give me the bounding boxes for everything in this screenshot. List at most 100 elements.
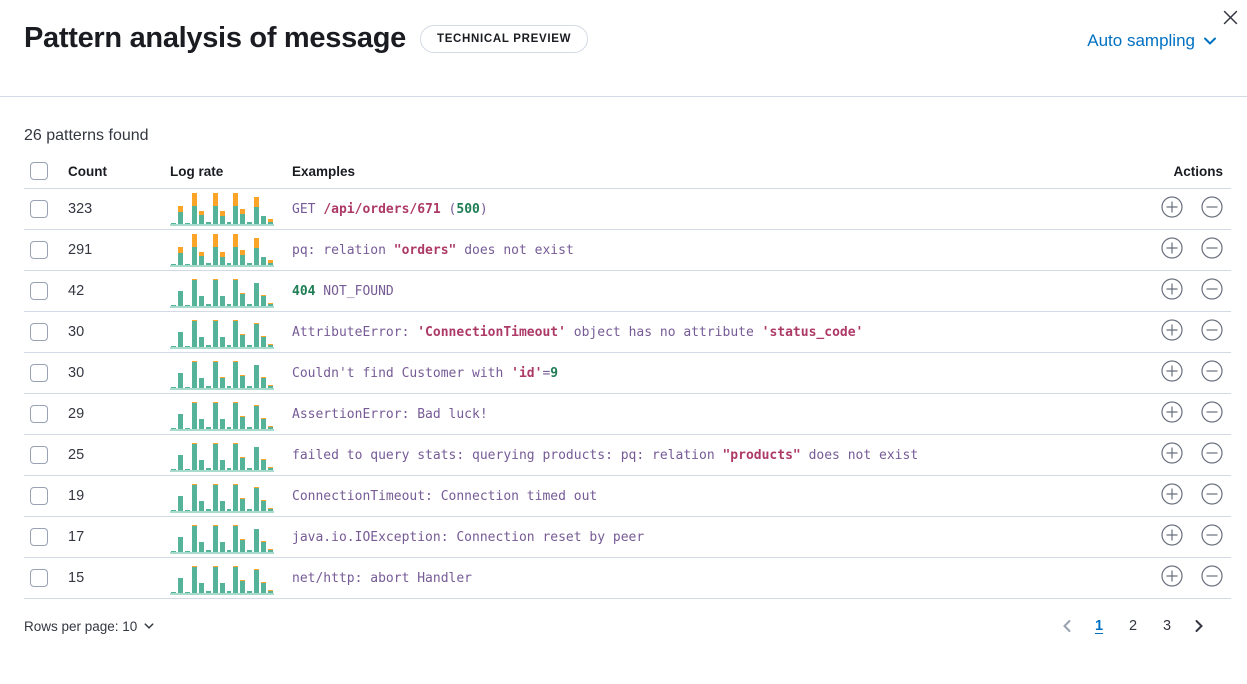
sampling-label: Auto sampling	[1087, 31, 1195, 50]
log-rate-sparkline	[170, 357, 274, 390]
filter-out-pattern-button[interactable]	[1201, 400, 1223, 423]
filter-in-pattern-button[interactable]	[1161, 318, 1183, 341]
sparkline-bar	[191, 521, 197, 552]
filter-in-pattern-button[interactable]	[1161, 482, 1183, 505]
row-checkbox[interactable]	[30, 528, 48, 546]
filter-in-pattern-button[interactable]	[1161, 195, 1183, 218]
sampling-dropdown[interactable]: Auto sampling	[1087, 31, 1218, 51]
page-number-button[interactable]: 1	[1087, 614, 1111, 638]
filter-out-pattern-button[interactable]	[1201, 441, 1223, 464]
sparkline-bar	[191, 316, 197, 347]
sparkline-bar	[191, 439, 197, 470]
pattern-count: 15	[68, 570, 85, 586]
sparkline-bar	[219, 357, 225, 388]
sparkline-bar	[254, 275, 260, 306]
sparkline-bar	[191, 193, 197, 224]
filter-in-pattern-button[interactable]	[1161, 441, 1183, 464]
plus-circle-icon	[1161, 195, 1183, 218]
filter-out-pattern-button[interactable]	[1201, 236, 1223, 259]
sparkline-bar	[240, 439, 246, 470]
row-checkbox[interactable]	[30, 200, 48, 218]
row-checkbox[interactable]	[30, 446, 48, 464]
filter-out-pattern-button[interactable]	[1201, 318, 1223, 341]
sparkline-bar	[198, 398, 204, 429]
filter-out-pattern-button[interactable]	[1201, 277, 1223, 300]
pattern-example-text: pq: relation "orders" does not exist	[292, 243, 574, 258]
sparkline-bar	[254, 398, 260, 429]
filter-in-pattern-button[interactable]	[1161, 523, 1183, 546]
log-rate-sparkline	[170, 562, 274, 595]
sparkline-bar	[171, 193, 176, 224]
select-all-checkbox[interactable]	[30, 162, 48, 180]
sparkline-bar	[212, 398, 218, 429]
filter-out-pattern-button[interactable]	[1201, 359, 1223, 382]
page-number-button[interactable]: 3	[1155, 614, 1179, 638]
sparkline-bar	[198, 234, 204, 265]
sparkline-bar	[226, 275, 232, 306]
sparkline-bar	[268, 316, 274, 347]
sparkline-bar	[261, 275, 267, 306]
sparkline-bar	[261, 398, 267, 429]
filter-in-pattern-button[interactable]	[1161, 277, 1183, 300]
chevron-down-icon	[144, 623, 154, 629]
previous-page-button[interactable]	[1057, 618, 1077, 634]
row-checkbox[interactable]	[30, 364, 48, 382]
chevron-right-icon	[1195, 620, 1203, 632]
sparkline-bar	[261, 357, 267, 388]
sparkline-bar	[226, 234, 232, 265]
plus-circle-icon	[1161, 441, 1183, 464]
row-checkbox[interactable]	[30, 569, 48, 587]
filter-out-pattern-button[interactable]	[1201, 482, 1223, 505]
sparkline-bar	[205, 193, 211, 224]
filter-in-pattern-button[interactable]	[1161, 359, 1183, 382]
sparkline-bar	[268, 193, 274, 224]
sparkline-bar	[268, 439, 274, 470]
sparkline-bar	[184, 480, 190, 511]
sparkline-bar	[198, 562, 204, 593]
column-header-count: Count	[68, 158, 170, 189]
pattern-example-text: AssertionError: Bad luck!	[292, 407, 488, 422]
row-checkbox[interactable]	[30, 323, 48, 341]
sparkline-bar	[233, 480, 239, 511]
sparkline-bar	[205, 357, 211, 388]
next-page-button[interactable]	[1189, 618, 1209, 634]
log-rate-sparkline	[170, 275, 274, 308]
sparkline-bar	[254, 234, 260, 265]
filter-in-pattern-button[interactable]	[1161, 564, 1183, 587]
row-checkbox[interactable]	[30, 487, 48, 505]
filter-in-pattern-button[interactable]	[1161, 236, 1183, 259]
row-checkbox[interactable]	[30, 282, 48, 300]
sparkline-bar	[177, 398, 183, 429]
column-header-examples: Examples	[292, 158, 1139, 189]
filter-out-pattern-button[interactable]	[1201, 564, 1223, 587]
sparkline-bar	[268, 398, 274, 429]
row-checkbox[interactable]	[30, 405, 48, 423]
row-checkbox[interactable]	[30, 241, 48, 259]
filter-out-pattern-button[interactable]	[1201, 523, 1223, 546]
close-button[interactable]	[1217, 4, 1243, 30]
sparkline-bar	[261, 316, 267, 347]
sparkline-bar	[247, 193, 253, 224]
sparkline-bar	[240, 398, 246, 429]
filter-in-pattern-button[interactable]	[1161, 400, 1183, 423]
sparkline-bar	[191, 275, 197, 306]
plus-circle-icon	[1161, 564, 1183, 587]
minus-circle-icon	[1201, 482, 1223, 505]
sparkline-bar	[240, 480, 246, 511]
sparkline-bar	[233, 439, 239, 470]
filter-out-pattern-button[interactable]	[1201, 195, 1223, 218]
sparkline-bar	[184, 562, 190, 593]
sparkline-bar	[212, 439, 218, 470]
sparkline-bar	[171, 316, 176, 347]
sparkline-bar	[177, 193, 183, 224]
sparkline-bar	[191, 357, 197, 388]
rows-per-page-button[interactable]: Rows per page: 10	[24, 619, 155, 634]
page-number-button[interactable]: 2	[1121, 614, 1145, 638]
sparkline-bar	[226, 316, 232, 347]
